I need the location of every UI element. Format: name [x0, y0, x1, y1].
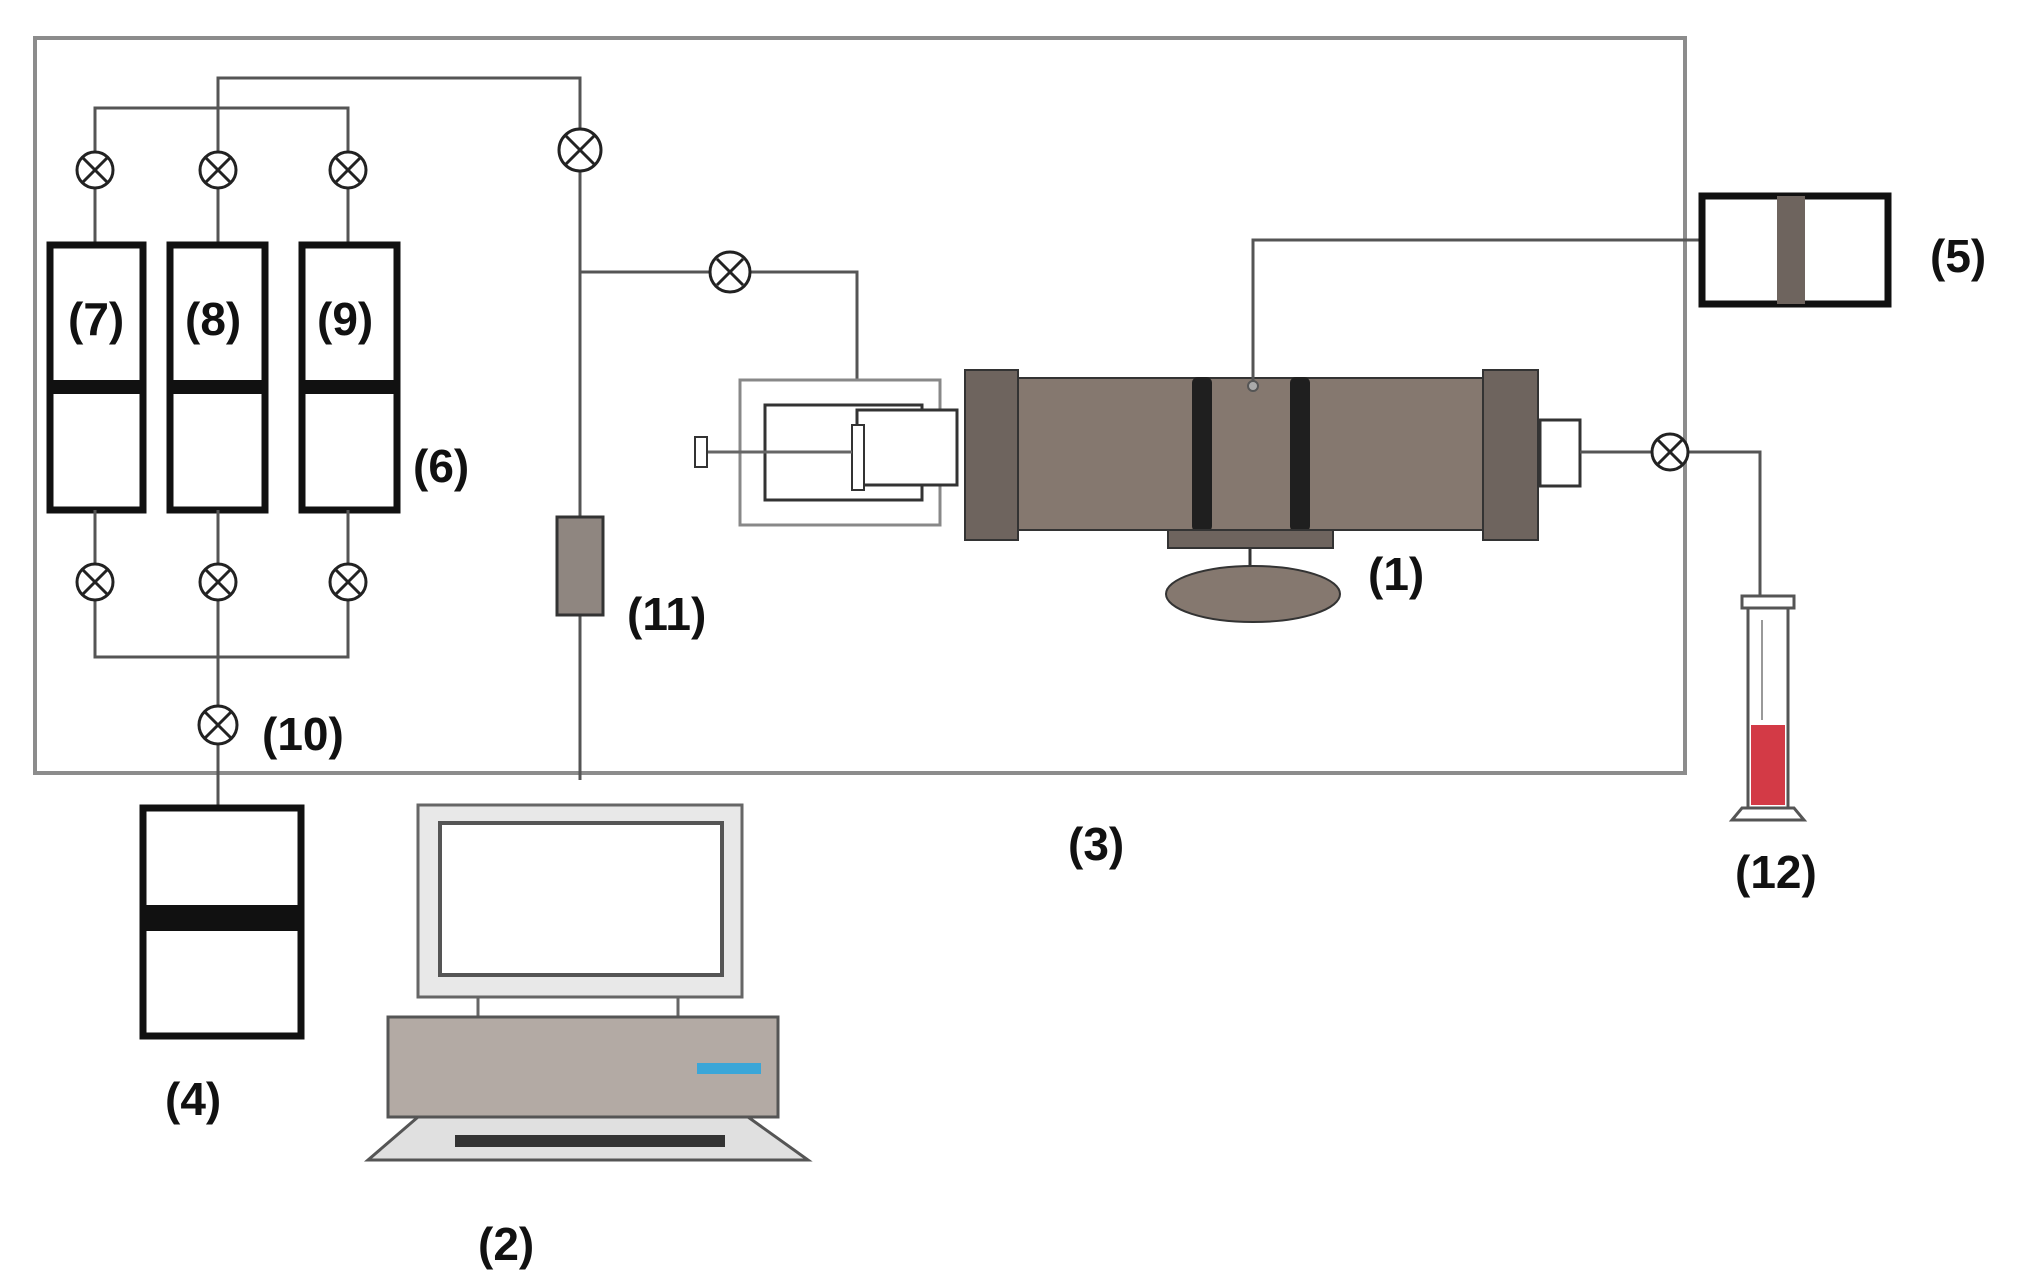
- container-7: [46, 241, 147, 514]
- label-container-9: (9): [317, 293, 373, 345]
- valve-bottom-9[interactable]: [328, 562, 368, 602]
- pump-4: [139, 804, 305, 1040]
- label-valve-10: (10): [262, 708, 344, 760]
- valve-main-line[interactable]: [557, 127, 603, 173]
- label-container-7: (7): [68, 293, 124, 345]
- label-sensor-11: (11): [627, 588, 706, 640]
- computer-led: [697, 1063, 761, 1074]
- label-containers-6: (6): [413, 440, 469, 492]
- cylinder-liquid: [1751, 725, 1785, 805]
- valve-outlet[interactable]: [1650, 432, 1690, 472]
- core-holder-1: [964, 369, 1582, 623]
- valve-bottom-7[interactable]: [75, 562, 115, 602]
- gauge-line: [1251, 238, 1700, 386]
- valve-injection[interactable]: [708, 250, 752, 294]
- label-core-holder-1: (1): [1368, 548, 1424, 600]
- sensor-11: [555, 515, 605, 617]
- label-gauge-5: (5): [1930, 230, 1986, 282]
- container-9: [298, 241, 401, 514]
- container-8: [166, 241, 269, 514]
- pressure-gauge-5: [1698, 192, 1892, 308]
- label-container-8: (8): [185, 293, 241, 345]
- valve-10[interactable]: [197, 704, 239, 746]
- injection-assembly: [694, 378, 959, 527]
- computer-2: [363, 803, 813, 1162]
- label-computer-2: (2): [478, 1218, 534, 1270]
- valve-top-8[interactable]: [198, 150, 238, 190]
- label-pump-4: (4): [165, 1073, 221, 1125]
- label-cylinder-12: (12): [1735, 846, 1817, 898]
- valve-top-7[interactable]: [75, 150, 115, 190]
- label-enclosure-3: (3): [1068, 818, 1124, 870]
- measuring-cylinder-12: [1728, 594, 1808, 822]
- valve-top-9[interactable]: [328, 150, 368, 190]
- valve-bottom-8[interactable]: [198, 562, 238, 602]
